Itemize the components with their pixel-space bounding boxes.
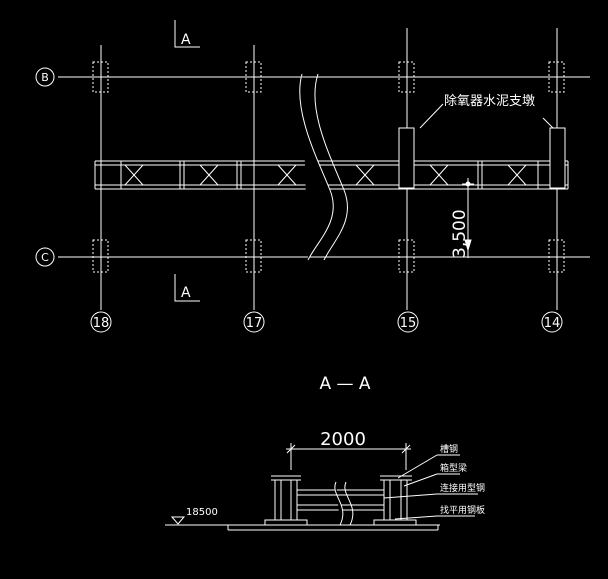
base-plates bbox=[165, 519, 440, 531]
cement-piers bbox=[398, 103, 566, 189]
callout-box-beam: 箱型梁 bbox=[440, 462, 467, 474]
axis-label-18: 18 bbox=[93, 316, 110, 331]
callout-channel-steel: 槽钢 bbox=[440, 443, 458, 455]
callout-leaders bbox=[383, 454, 478, 520]
connecting-steel bbox=[297, 481, 384, 526]
break-line bbox=[299, 73, 348, 261]
dimension-3500-label: 3,500 bbox=[450, 209, 470, 258]
axis-label-14: 14 bbox=[544, 316, 561, 331]
section-mark-top-label: A bbox=[181, 32, 191, 48]
section-mark-bottom-label: A bbox=[181, 285, 191, 301]
axis-label-17: 17 bbox=[246, 316, 263, 331]
section-mark-bottom bbox=[174, 274, 200, 302]
columns bbox=[92, 61, 565, 273]
box-beam-left bbox=[271, 475, 301, 521]
axis-label-c: C bbox=[41, 251, 49, 264]
axis-bubbles bbox=[35, 67, 563, 333]
dimension-2000 bbox=[286, 443, 411, 470]
elevation-label: 18500 bbox=[186, 507, 218, 518]
section-labels: A — A 2000 18500 槽钢 箱型梁 连接用型钢 找平用钢板 bbox=[186, 374, 485, 518]
section-mark-top bbox=[174, 20, 200, 48]
pier-label: 除氧器水泥支墩 bbox=[444, 94, 535, 109]
axis-label-15: 15 bbox=[400, 316, 417, 331]
plan-labels: B C 18 17 15 14 A A 除氧器水泥支墩 3,500 bbox=[41, 32, 560, 331]
elevation-mark bbox=[170, 516, 186, 525]
section-title: A — A bbox=[319, 374, 370, 394]
callout-connecting-steel: 连接用型钢 bbox=[440, 482, 485, 494]
dimension-3500 bbox=[462, 178, 474, 258]
callout-leveling-plate: 找平用钢板 bbox=[440, 504, 485, 516]
width-dimension-label: 2000 bbox=[320, 429, 366, 450]
truss-beam bbox=[94, 160, 569, 190]
axis-label-b: B bbox=[41, 71, 49, 84]
